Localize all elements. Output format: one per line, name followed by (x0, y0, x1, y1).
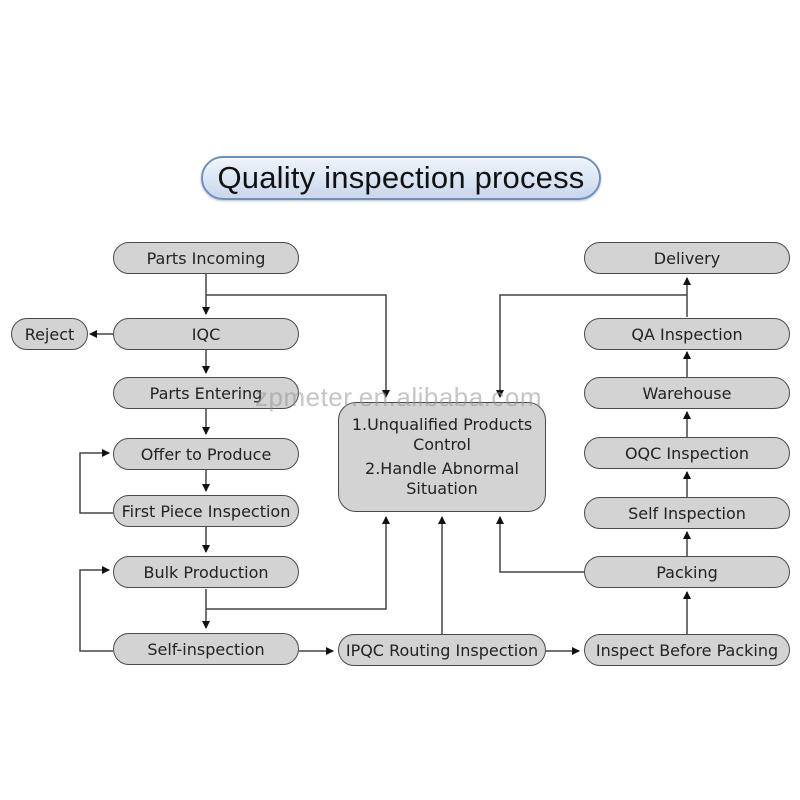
arrow-parts-incoming-to-center (206, 294, 390, 398)
node-ipqc-routing-inspection: IPQC Routing Inspection (338, 634, 546, 666)
node-unqualified-control-center: 1.Unqualified Products Control 2.Handle … (338, 402, 546, 512)
node-iqc: IQC (113, 318, 299, 350)
arrow-bulk-to-center (206, 516, 390, 610)
node-label: Offer to Produce (140, 444, 272, 464)
node-label: OQC Inspection (624, 443, 750, 463)
node-delivery: Delivery (584, 242, 790, 274)
arrow-packing-to-center (496, 516, 584, 573)
node-self-inspection-right: Self Inspection (584, 497, 790, 529)
node-bulk-production: Bulk Production (113, 556, 299, 588)
arrow-first-piece-loop-to-offer (79, 449, 113, 514)
node-oqc-inspection: OQC Inspection (584, 437, 790, 469)
node-label: Inspect Before Packing (595, 640, 779, 660)
node-label: Packing (656, 562, 718, 582)
node-label: Delivery (653, 248, 721, 268)
center-item-1: 1.Unqualified Products Control (351, 415, 533, 454)
diagram-title: Quality inspection process (217, 160, 585, 195)
node-packing: Packing (584, 556, 790, 588)
node-parts-entering: Parts Entering (113, 377, 299, 409)
node-parts-incoming: Parts Incoming (113, 242, 299, 274)
node-inspect-before-packing: Inspect Before Packing (584, 634, 790, 666)
node-reject: Reject (11, 318, 88, 350)
arrow-qa-to-center (496, 294, 687, 398)
node-qa-inspection: QA Inspection (584, 318, 790, 350)
node-label: Reject (24, 324, 75, 344)
center-item-2: 2.Handle Abnormal Situation (365, 459, 519, 498)
node-label: IPQC Routing Inspection (345, 640, 539, 660)
title-banner: Quality inspection process (201, 156, 601, 200)
node-label: IQC (191, 324, 221, 344)
node-label: Parts Entering (149, 383, 263, 403)
node-label: First Piece Inspection (121, 501, 291, 521)
arrow-self-inspection-loop-to-bulk (79, 566, 113, 652)
node-first-piece-inspection: First Piece Inspection (113, 495, 299, 527)
node-label: Self Inspection (628, 503, 746, 523)
node-label: Bulk Production (143, 562, 269, 582)
node-warehouse: Warehouse (584, 377, 790, 409)
node-label: Parts Incoming (146, 248, 266, 268)
node-self-inspection-left: Self-inspection (113, 633, 299, 665)
node-offer-to-produce: Offer to Produce (113, 438, 299, 470)
node-label: QA Inspection (631, 324, 743, 344)
node-label: Self-inspection (147, 639, 265, 659)
node-label: Warehouse (642, 383, 732, 403)
